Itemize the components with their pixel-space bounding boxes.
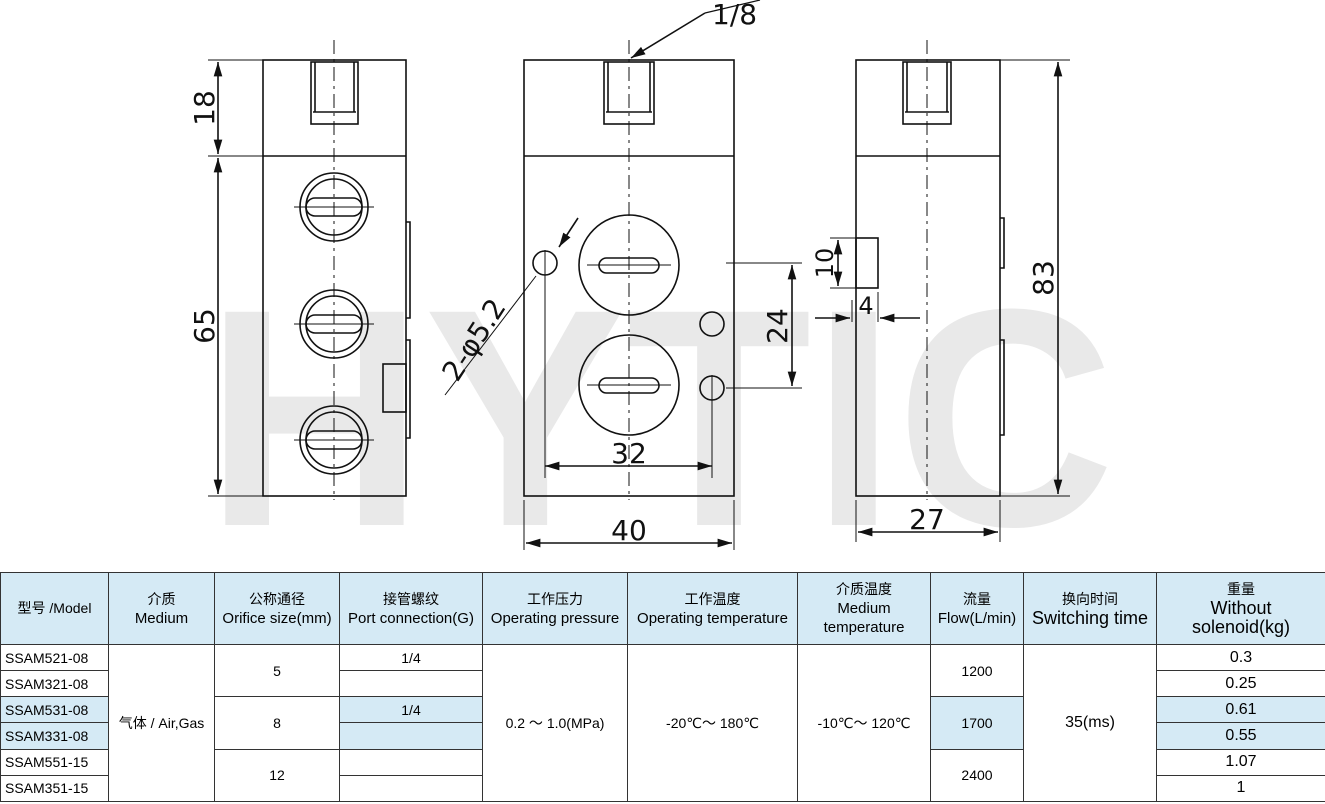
port-cell [339, 774, 483, 803]
technical-drawing: HYTIC [188, 0, 1115, 565]
table-row: SSAM521-08 气体 / Air,Gas 5 1/4 0.2 ～ 1.0(… [0, 643, 1325, 802]
dim-top-height: 18 [188, 90, 221, 126]
header-model: 型号 /Model [0, 572, 109, 645]
table-row: SSAM531-08 8 1/4 1700 0.61 [0, 696, 1325, 750]
weight-cell: 0.55 [1156, 722, 1325, 750]
port-cell [339, 722, 483, 750]
port-cell: 1/4 [339, 696, 483, 724]
orifice-cell: 8 [214, 696, 340, 750]
dim-total-height: 83 [1027, 260, 1060, 296]
pressure-cell: 0.2 ～ 1.0(MPa) [482, 644, 628, 802]
dim-depth: 27 [909, 503, 945, 536]
dim-side-tab-w: 4 [858, 292, 873, 320]
model-cell: SSAM351-15 [0, 774, 109, 803]
port-cell [339, 748, 483, 776]
port-cell [339, 670, 483, 698]
weight-cell: 0.61 [1156, 696, 1325, 724]
model-cell: SSAM531-08 [0, 696, 109, 724]
port-cell: 1/4 [339, 643, 483, 672]
model-cell: SSAM551-15 [0, 748, 109, 776]
weight-cell: 0.3 [1156, 643, 1325, 672]
table-row: SSAM321-08 0.25 [0, 670, 1325, 698]
weight-cell: 1 [1156, 774, 1325, 803]
right-view [815, 40, 1070, 542]
dim-side-tab-h: 10 [811, 248, 839, 279]
switch-cell: 35(ms) [1023, 644, 1157, 802]
medium-cell: 气体 / Air,Gas [108, 644, 215, 802]
orifice-cell: 12 [214, 748, 340, 803]
dim-width-front: 40 [611, 514, 647, 547]
left-view [208, 40, 411, 500]
front-view [444, 0, 802, 550]
table-row: SSAM331-08 0.55 [0, 722, 1325, 750]
flow-cell: 1700 [930, 696, 1024, 750]
temp-cell: -20℃～ 180℃ [627, 644, 798, 802]
model-cell: SSAM321-08 [0, 670, 109, 698]
flow-cell: 2400 [930, 748, 1024, 803]
dim-body-height: 65 [188, 308, 221, 344]
dim-hole-spacing-h: 32 [611, 437, 647, 470]
watermark: HYTIC [205, 244, 1115, 565]
model-cell: SSAM331-08 [0, 722, 109, 750]
dim-hole-spacing-v: 24 [761, 308, 794, 344]
orifice-cell: 5 [214, 643, 340, 698]
model-cell: SSAM521-08 [0, 643, 109, 672]
weight-cell: 0.25 [1156, 670, 1325, 698]
dim-port-thread: 1/8 [712, 0, 757, 31]
flow-cell: 1200 [930, 643, 1024, 698]
medium-temp-cell: -10℃～ 120℃ [797, 644, 931, 802]
weight-cell: 1.07 [1156, 748, 1325, 776]
table-row: SSAM351-15 1 [0, 774, 1325, 803]
